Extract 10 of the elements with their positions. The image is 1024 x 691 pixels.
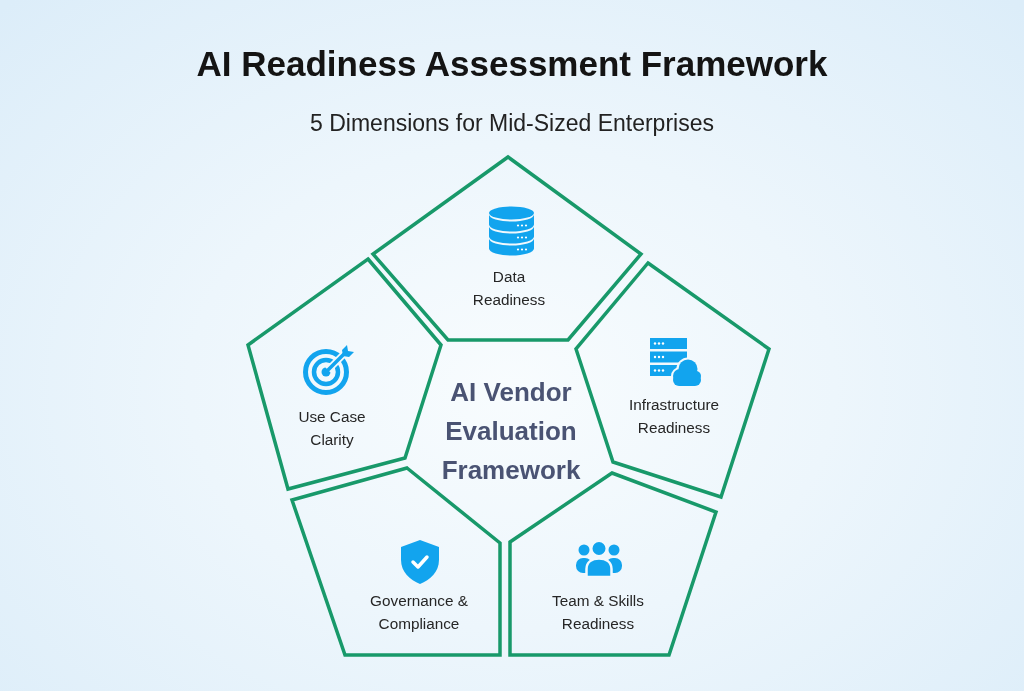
dimension-label: Infrastructure Readiness [627,394,721,438]
center-heading: AI Vendor Evaluation Framework [440,372,582,490]
pentagon-panel [246,257,443,491]
dimension-label: Data Readiness [471,266,547,310]
dimension-label: Team & Skills Readiness [551,590,645,634]
pentagon-panel [371,155,643,342]
dimension-label: Governance & Compliance [369,590,469,634]
subtitle: 5 Dimensions for Mid-Sized Enterprises [310,109,714,137]
dimension-label: Use Case Clarity [297,406,367,450]
page-title: AI Readiness Assessment Framework [196,44,828,84]
